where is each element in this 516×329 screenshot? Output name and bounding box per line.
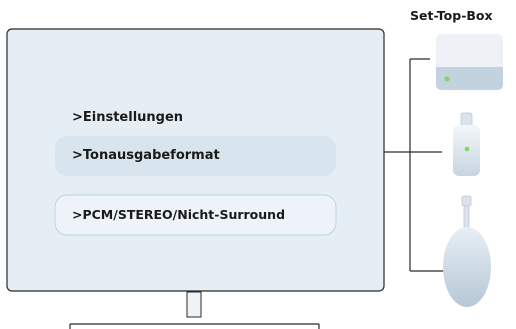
menu-highlight-1 [55, 136, 336, 176]
set-top-box-icon [436, 34, 503, 90]
menu-item-pcm-stereo: >PCM/STEREO/Nicht-Surround [72, 207, 286, 222]
streaming-stick-icon [453, 112, 480, 176]
menu-highlight-2 [54, 194, 337, 236]
led-icon [444, 76, 450, 82]
led-icon [464, 146, 470, 152]
cast-dongle-icon [443, 195, 491, 307]
menu-item-audio-format: >Tonausgabeformat [72, 148, 220, 163]
tv [6, 28, 385, 329]
connector-lines [384, 58, 444, 272]
tv-stand-neck [186, 291, 202, 318]
device-group-title: Set-Top-Box [410, 8, 493, 23]
menu-item-settings: >Einstellungen [72, 110, 184, 125]
